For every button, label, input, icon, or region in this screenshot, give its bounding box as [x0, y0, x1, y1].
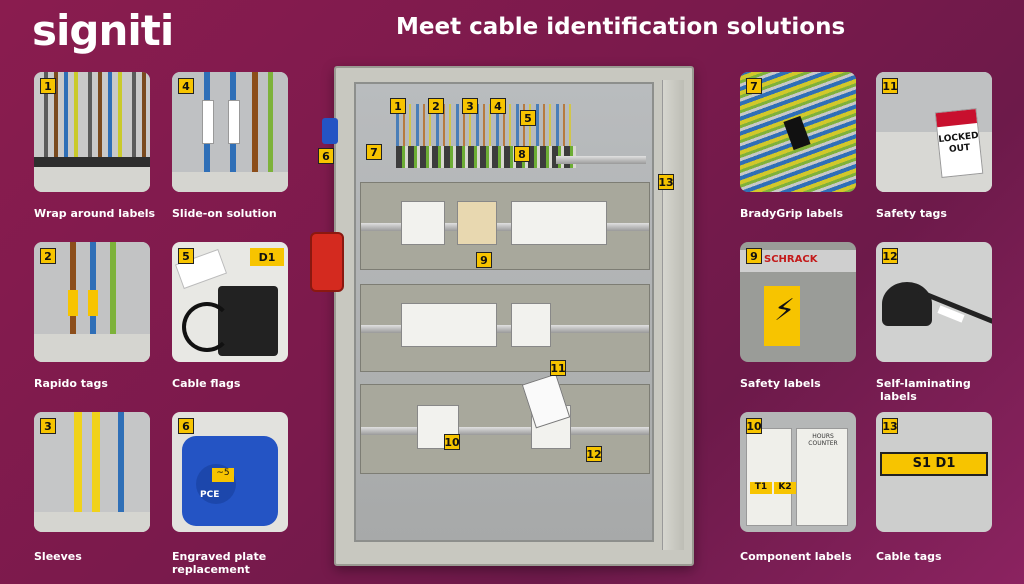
badge-5: 5 — [178, 248, 194, 264]
flag-yellow-label: D1 — [250, 248, 284, 266]
tile-safety-labels[interactable]: SCHRACK ⚡ 9 — [740, 242, 856, 362]
tile-cable-tags[interactable]: S1 D1 13 — [876, 412, 992, 532]
electrical-cabinet: 1 2 3 4 5 6 7 8 9 10 11 12 13 — [310, 66, 694, 566]
danger-band — [935, 109, 978, 128]
caption-rapido-tags: Rapido tags — [34, 377, 108, 390]
cabinet-badge-8: 8 — [514, 146, 530, 162]
caption-self-laminating-labels: Self-laminating labels — [876, 377, 971, 403]
schrack-brand: SCHRACK — [764, 254, 818, 265]
blue-socket-side — [322, 118, 338, 144]
badge-6: 6 — [178, 418, 194, 434]
module — [457, 201, 497, 245]
locked-out-text-2: OUT — [948, 142, 971, 156]
tile-wrap-around-labels[interactable]: 1 — [34, 72, 150, 192]
slide-on-label — [228, 100, 240, 144]
din-rail — [361, 325, 649, 333]
lightning-icon: ⚡ — [774, 293, 796, 328]
caption-engraved-plate-line2: replacement — [172, 563, 250, 576]
module — [401, 201, 445, 245]
tile-component-labels[interactable]: HOURS COUNTER T1 K2 10 — [740, 412, 856, 532]
cabinet-badge-5: 5 — [520, 110, 536, 126]
badge-1: 1 — [40, 78, 56, 94]
caption-cable-tags: Cable tags — [876, 550, 942, 563]
hours-counter-text: HOURS COUNTER — [808, 433, 838, 447]
caption-engraved-plate: Engraved plate replacement — [172, 550, 266, 576]
module — [401, 303, 497, 347]
caption-component-labels: Component labels — [740, 550, 852, 563]
cabinet-badge-10: 10 — [444, 434, 460, 450]
module — [511, 201, 607, 245]
cabinet-badge-6: 6 — [318, 148, 334, 164]
tile-engraved-plate[interactable]: ~5 PCE 6 — [172, 412, 288, 532]
caption-wrap-around-labels: Wrap around labels — [34, 207, 156, 220]
cabinet-badge-7: 7 — [366, 144, 382, 160]
panel-row-1 — [360, 182, 650, 270]
cabinet-badge-2: 2 — [428, 98, 444, 114]
din-rail-top — [556, 156, 646, 164]
cabinet-badge-11: 11 — [550, 360, 566, 376]
tile-cable-flags[interactable]: D1 5 — [172, 242, 288, 362]
caption-engraved-plate-line1: Engraved plate — [172, 550, 267, 563]
cabinet-door-edge — [662, 80, 684, 550]
badge-9: 9 — [746, 248, 762, 264]
caption-self-laminating-line1: Self-laminating — [876, 377, 971, 390]
badge-10: 10 — [746, 418, 762, 434]
page-title: Meet cable identification solutions — [396, 14, 846, 40]
badge-7: 7 — [746, 78, 762, 94]
tile-safety-tags[interactable]: LOCKED OUT 11 — [876, 72, 992, 192]
logo: signiti — [32, 6, 174, 55]
caption-safety-labels: Safety labels — [740, 377, 821, 390]
cabinet-interior — [354, 82, 654, 542]
module — [511, 303, 551, 347]
cabinet-badge-4: 4 — [490, 98, 506, 114]
terminal-block-row — [396, 146, 576, 168]
caption-cable-flags: Cable flags — [172, 377, 241, 390]
rapido-tag — [68, 290, 78, 316]
red-main-switch — [310, 232, 344, 292]
cabinet-badge-12: 12 — [586, 446, 602, 462]
caption-bradygrip-labels: BradyGrip labels — [740, 207, 844, 220]
tile-rapido-tags[interactable]: 2 — [34, 242, 150, 362]
caption-slide-on-solution: Slide-on solution — [172, 207, 277, 220]
rapido-tag — [88, 290, 98, 316]
din-rail — [361, 223, 649, 231]
plate-brand: PCE — [200, 490, 220, 500]
badge-11: 11 — [882, 78, 898, 94]
cabinet-badge-13: 13 — [658, 174, 674, 190]
badge-3: 3 — [40, 418, 56, 434]
hours-counter-device: HOURS COUNTER — [796, 428, 848, 526]
badge-12: 12 — [882, 248, 898, 264]
cabinet-wires — [396, 104, 576, 146]
tile-sleeves[interactable]: 3 — [34, 412, 150, 532]
panel-row-3 — [360, 384, 650, 474]
badge-2: 2 — [40, 248, 56, 264]
schrack-device: SCHRACK — [740, 250, 856, 272]
plate-label: ~5 — [212, 468, 234, 482]
cabinet-badge-9: 9 — [476, 252, 492, 268]
tile-slide-on-solution[interactable]: 4 — [172, 72, 288, 192]
badge-13: 13 — [882, 418, 898, 434]
locked-out-tag: LOCKED OUT — [934, 107, 984, 179]
breaker-device — [746, 428, 792, 526]
panel-row-2 — [360, 284, 650, 372]
cabinet-badge-1: 1 — [390, 98, 406, 114]
tile-bradygrip-labels[interactable]: 7 — [740, 72, 856, 192]
tile-self-laminating-labels[interactable]: 12 — [876, 242, 992, 362]
caption-sleeves: Sleeves — [34, 550, 82, 563]
cabinet-badge-3: 3 — [462, 98, 478, 114]
label-t1: T1 — [750, 482, 772, 494]
slide-on-label — [202, 100, 214, 144]
caption-self-laminating-line2: labels — [880, 390, 917, 403]
cable-tag-label: S1 D1 — [880, 452, 988, 476]
badge-4: 4 — [178, 78, 194, 94]
caption-safety-tags: Safety tags — [876, 207, 947, 220]
hazard-label: ⚡ — [764, 286, 800, 346]
label-k2: K2 — [774, 482, 796, 494]
din-rail — [361, 427, 649, 435]
connector-cone — [882, 282, 932, 326]
cable-loop — [182, 302, 232, 352]
